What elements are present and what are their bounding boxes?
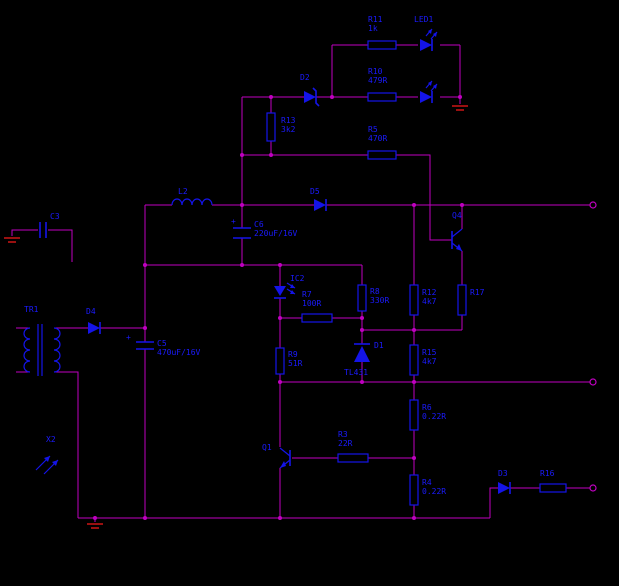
resistor-R17-ref: R17 — [470, 288, 485, 297]
capacitor-C6-value: 220uF/16V — [254, 229, 298, 238]
shunt-regulator-D1: D1 TL431 — [344, 341, 384, 377]
transistor-Q1: Q1 — [262, 443, 291, 469]
resistor-R9-value: 51R — [288, 359, 303, 368]
resistor-R8: R8 330R — [357, 284, 389, 312]
capacitor-C3: C3 — [39, 212, 60, 238]
connector-X2-ref: X2 — [46, 435, 56, 444]
diode-D5: D5 — [310, 187, 327, 211]
capacitor-C5-value: 470uF/16V — [157, 348, 201, 357]
capacitor-C5-ref: C5 — [157, 339, 167, 348]
resistor-R7-ref: R7 — [302, 290, 312, 299]
resistor-R4: R4 0.22R — [409, 474, 446, 506]
resistor-R15-ref: R15 — [422, 348, 437, 357]
resistor-R8-value: 330R — [370, 296, 389, 305]
resistor-R10-ref: R10 — [368, 67, 383, 76]
transformer-TR1: TR1 — [23, 305, 61, 376]
resistor-R15-value: 4k7 — [422, 357, 437, 366]
capacitor-C5: + C5 470uF/16V — [126, 333, 201, 357]
shunt-regulator-D1-ref: D1 — [374, 341, 384, 350]
capacitor-C6-ref: C6 — [254, 220, 264, 229]
resistor-R12-ref: R12 — [422, 288, 437, 297]
led-LED1-ref: LED1 — [414, 15, 433, 24]
capacitor-C6: + C6 220uF/16V — [231, 217, 298, 239]
transformer-TR1-ref: TR1 — [24, 305, 39, 314]
resistor-R3: R3 22R — [337, 430, 369, 463]
resistor-R9: R9 51R — [275, 347, 303, 375]
resistor-R8-ref: R8 — [370, 287, 380, 296]
zener-diode-D2-ref: D2 — [300, 73, 310, 82]
resistor-R15: R15 4k7 — [409, 344, 437, 376]
resistor-R11-value: 1k — [368, 24, 378, 33]
capacitor-C3-ref: C3 — [50, 212, 60, 221]
resistor-R16: R16 — [539, 469, 567, 493]
led-icon — [420, 80, 438, 103]
resistor-R12: R12 4k7 — [409, 284, 437, 316]
connector-X2: X2 — [35, 435, 59, 475]
resistor-R10: R10 479R — [367, 67, 397, 102]
resistor-R5: R5 470R — [367, 125, 397, 160]
resistor-R6-value: 0.22R — [422, 412, 446, 421]
transistor-Q1-ref: Q1 — [262, 443, 272, 452]
resistor-R13-value: 3k2 — [281, 125, 296, 134]
resistor-R16-ref: R16 — [540, 469, 555, 478]
resistor-R10-value: 479R — [368, 76, 387, 85]
inductor-L2-ref: L2 — [178, 187, 188, 196]
resistor-R13: R13 3k2 — [266, 112, 296, 142]
transistor-Q4-ref: Q4 — [452, 211, 462, 220]
optocoupler-IC2: IC2 — [274, 274, 305, 299]
diode-D4: D4 — [86, 307, 101, 334]
resistor-R5-value: 470R — [368, 134, 387, 143]
optocoupler-IC2-ref: IC2 — [290, 274, 305, 283]
capacitor-C6-polarity: + — [231, 217, 236, 226]
resistor-R11: R11 1k — [367, 15, 397, 50]
diode-D4-ref: D4 — [86, 307, 96, 316]
output-terminal-1 — [589, 201, 597, 209]
resistor-R4-ref: R4 — [422, 478, 432, 487]
resistor-R6-ref: R6 — [422, 403, 432, 412]
zener-diode-D2: D2 — [300, 73, 320, 107]
resistor-R5-ref: R5 — [368, 125, 378, 134]
ground-symbol — [87, 523, 103, 529]
output-terminal-2 — [589, 378, 597, 386]
resistor-R3-value: 22R — [338, 439, 353, 448]
resistor-R9-ref: R9 — [288, 350, 298, 359]
resistor-R13-ref: R13 — [281, 116, 296, 125]
ground-symbol — [4, 237, 20, 243]
ground-symbol — [452, 105, 468, 111]
capacitor-C5-polarity: + — [126, 333, 131, 342]
diode-D3: D3 — [498, 469, 511, 494]
diode-D5-ref: D5 — [310, 187, 320, 196]
shunt-regulator-D1-value: TL431 — [344, 368, 368, 377]
diode-D3-ref: D3 — [498, 469, 508, 478]
led-LED1: LED1 — [414, 15, 438, 51]
resistor-R3-ref: R3 — [338, 430, 348, 439]
junction-dots — [93, 95, 464, 520]
inductor-L2: L2 — [171, 187, 213, 206]
resistor-R4-value: 0.22R — [422, 487, 446, 496]
resistor-R6: R6 0.22R — [409, 399, 446, 431]
resistor-R7-value: 100R — [302, 299, 321, 308]
resistor-R12-value: 4k7 — [422, 297, 437, 306]
output-terminal-3 — [589, 484, 597, 492]
transistor-Q4: Q4 — [451, 211, 463, 252]
resistor-R17: R17 — [457, 284, 485, 316]
resistor-R11-ref: R11 — [368, 15, 383, 24]
resistor-R7: R7 100R — [301, 290, 333, 323]
wires — [11, 44, 590, 522]
